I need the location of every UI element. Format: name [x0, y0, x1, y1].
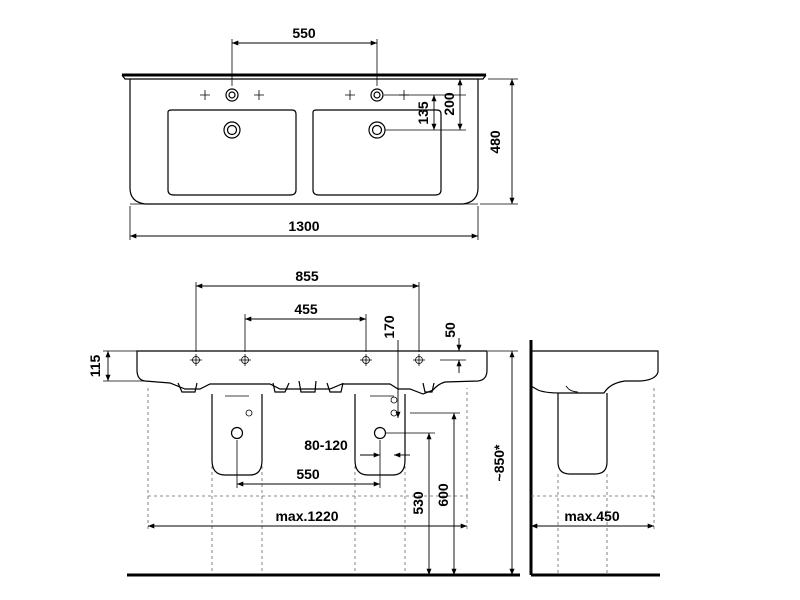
left-bowl [167, 109, 297, 196]
left-bolt-icon [245, 409, 253, 417]
side-pedestal [557, 393, 608, 475]
label-cabinet-depth: max.450 [564, 508, 619, 524]
right-bolt-icon [390, 409, 398, 417]
top-slab-edge [121, 74, 487, 80]
label-rim-thickness: 115 [87, 354, 103, 377]
side-trap-curve [565, 385, 579, 393]
side-cabinet-outline [531, 388, 655, 497]
label-basin-depth: 480 [487, 130, 503, 154]
left-outlet-icon [230, 426, 244, 440]
label-tap-spacing: 550 [292, 25, 316, 41]
left-tap-hole-icon [225, 88, 239, 102]
mid-trap-bracket-1 [272, 382, 290, 393]
label-outer-holes: 855 [295, 268, 319, 284]
side-basin-profile [530, 350, 659, 394]
right-outlet-icon [373, 426, 387, 440]
side-pedestal-hidden [557, 474, 608, 575]
label-outlet-height: 600 [435, 483, 451, 507]
label-inner-holes: 455 [294, 301, 318, 317]
right-bolt-top-icon [390, 396, 398, 404]
side-view: max.450 [529, 340, 660, 577]
right-waste-icon [368, 121, 386, 139]
cabinet-outline [147, 388, 468, 497]
label-hole-height: 170 [381, 315, 397, 339]
label-edge-offset: 50 [442, 322, 458, 338]
label-waste-offset: 135 [415, 101, 431, 125]
label-tap-offset: 200 [441, 92, 457, 116]
left-trap-bracket [177, 382, 198, 393]
mid-trap-bracket-3 [326, 382, 344, 393]
right-tap-hole-icon [370, 88, 384, 102]
right-pedestal [354, 394, 406, 476]
left-pedestal [211, 394, 263, 476]
left-waste-icon [223, 121, 241, 139]
label-cabinet-width: max.1220 [275, 508, 338, 524]
mid-trap-bracket-2 [298, 380, 317, 393]
left-tap-hole-inner-icon [228, 91, 236, 99]
right-tap-hole-inner-icon [373, 91, 381, 99]
front-basin-body [136, 350, 488, 395]
basin-outline [129, 79, 479, 205]
top-view: 550 1300 480 200 135 [121, 25, 518, 240]
right-waste-inner-icon [371, 124, 383, 136]
label-mount-height: ~850* [491, 444, 507, 482]
right-trap-bracket [422, 382, 435, 393]
right-bowl [312, 109, 442, 196]
label-pedestal-spacing: 550 [296, 466, 320, 482]
left-waste-inner-icon [226, 124, 238, 136]
label-trap-range: 80-120 [304, 437, 348, 453]
label-waste-height: 530 [410, 491, 426, 515]
front-view: 855 455 170 50 115 80-120 550 530 [87, 268, 520, 577]
label-overall-width: 1300 [288, 218, 319, 234]
